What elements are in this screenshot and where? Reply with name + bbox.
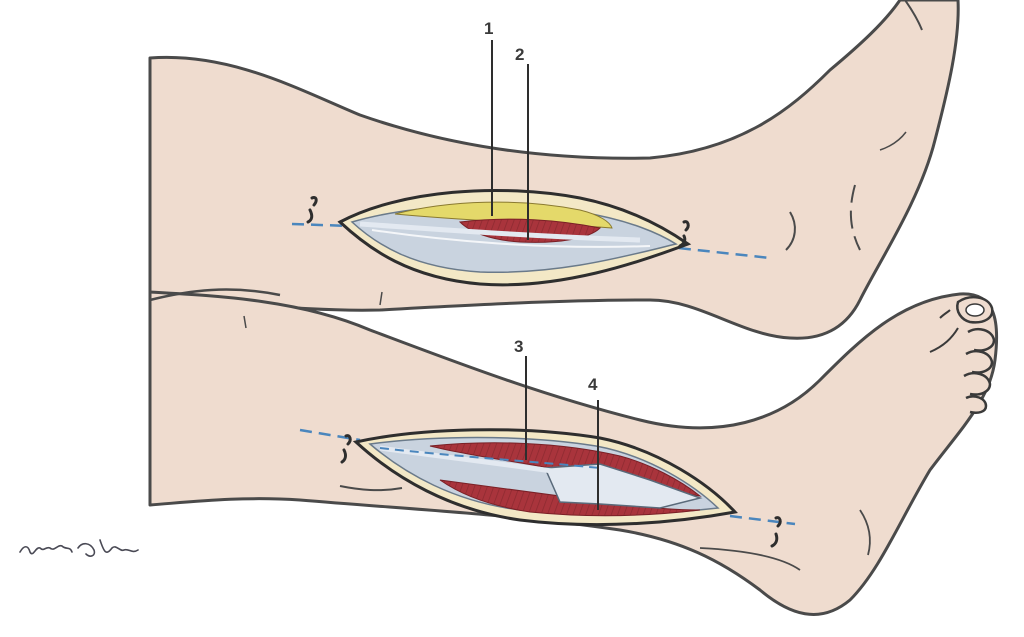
upper-stitch-right [678, 220, 690, 248]
lower-stitch-right [770, 516, 782, 548]
leg-separation-crease [149, 288, 281, 302]
callout-4: 4 [588, 375, 599, 510]
toes [929, 295, 996, 414]
callout-1: 1 [484, 19, 493, 216]
callout-3: 3 [514, 337, 527, 460]
upper-wound [337, 188, 692, 287]
lower-leg-knee-mark [243, 315, 247, 329]
upper-leg-ankle-contour [785, 211, 796, 251]
upper-leg-toe-contour [904, 0, 923, 31]
upper-leg-shin-contour [879, 131, 907, 151]
lower-wound-inner-incision [379, 447, 601, 469]
callout-2: 2 [515, 45, 529, 240]
upper-leg-knee-mark [379, 291, 383, 306]
callouts: 1 2 3 4 [484, 19, 599, 510]
lower-leg-calf-contour [339, 485, 403, 492]
handwritten-signature [19, 539, 139, 557]
lower-stitch-left [340, 434, 352, 464]
lower-leg-ankle-contour [859, 509, 871, 556]
lower-wound [352, 428, 738, 527]
upper-wound-fascia-strip-2 [371, 229, 651, 248]
callout-4-label: 4 [588, 375, 598, 394]
upper-leg-heel-contour [849, 184, 861, 251]
callout-3-label: 3 [514, 337, 523, 356]
toe-4 [963, 372, 992, 396]
upper-incision-line [291, 222, 771, 260]
upper-stitch-left [306, 196, 318, 224]
signature-scribble [19, 539, 139, 557]
upper-leg-skin [148, 0, 960, 340]
toe-crease [929, 327, 959, 353]
callout-2-label: 2 [515, 45, 524, 64]
lower-leg [148, 288, 999, 616]
lower-incision-line [299, 428, 796, 526]
lower-leg-heel-contour [699, 547, 801, 571]
toe-5 [965, 395, 988, 414]
toe-crease-2 [939, 309, 951, 319]
upper-leg [148, 0, 960, 340]
callout-1-label: 1 [484, 19, 493, 38]
lower-wound-fascia-strip [379, 445, 641, 487]
upper-wound-fascia-strip [359, 221, 641, 243]
toe-2 [967, 328, 996, 352]
toenail-1 [965, 303, 985, 317]
toe-3 [965, 350, 994, 374]
